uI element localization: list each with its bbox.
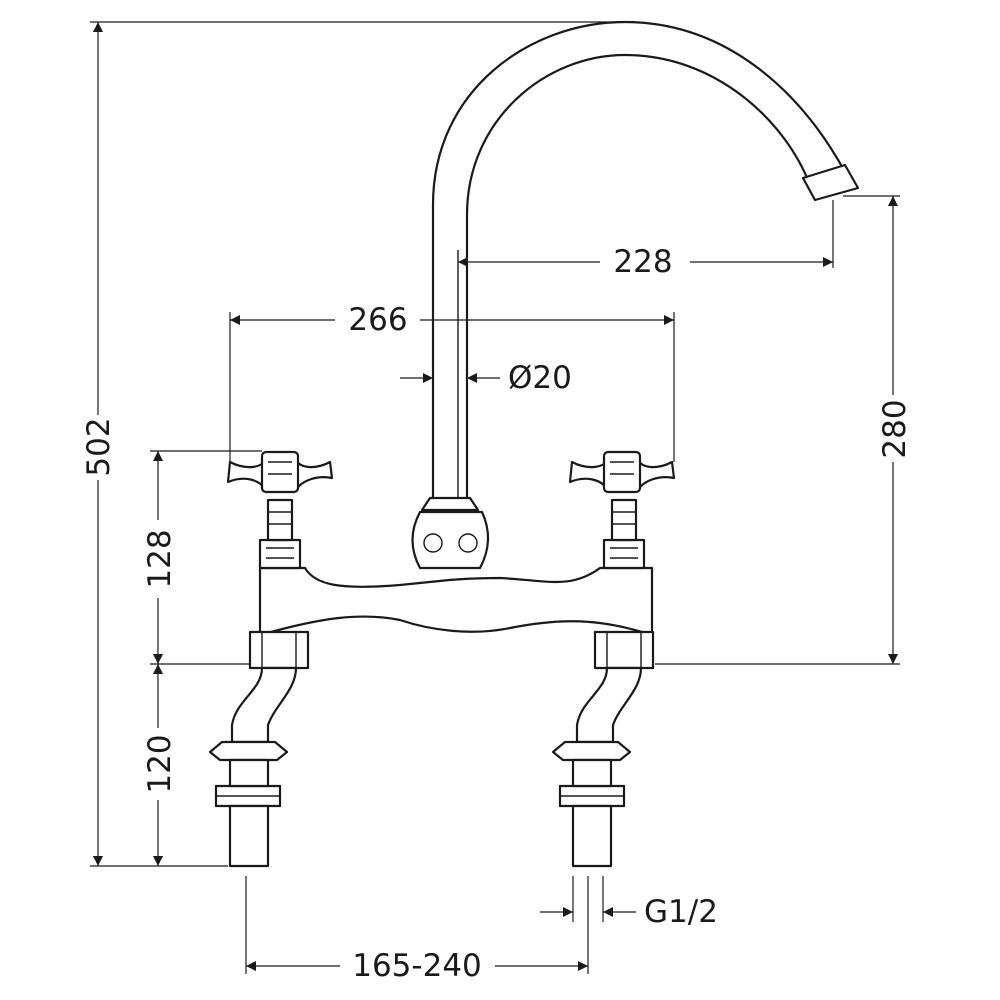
dimension-spout-reach: 228: [458, 200, 834, 280]
spout-base-nut: [411, 510, 490, 570]
spout-aerator: [801, 163, 860, 202]
left-flange: [208, 740, 289, 762]
left-shank: [228, 804, 270, 868]
dimension-handle-height: 128: [142, 450, 262, 665]
dimension-spout-diameter: Ø20: [400, 360, 572, 396]
spout-height-label: 280: [877, 399, 913, 458]
dimension-leg-height: 120: [142, 664, 178, 866]
overall-height-label: 502: [81, 417, 117, 476]
dimension-thread: G1/2: [540, 876, 718, 930]
dimension-spout-height: 280: [655, 195, 913, 665]
left-union-nut: [248, 630, 310, 670]
spout-inner: [465, 53, 812, 500]
right-head-nut: [602, 538, 646, 570]
right-union-nut: [593, 630, 655, 670]
left-shank-upper: [228, 758, 270, 788]
handle-height-label: 128: [142, 529, 178, 588]
right-shank: [571, 804, 613, 868]
bridge-body: [258, 566, 654, 637]
dimension-centres: 165-240: [245, 876, 589, 984]
right-flange: [551, 740, 632, 762]
faucet-outline: [208, 20, 860, 868]
spout-reach-label: 228: [613, 244, 672, 280]
right-spindle: [610, 498, 638, 542]
thread-label: G1/2: [644, 894, 718, 930]
spout-diameter-label: Ø20: [508, 360, 572, 396]
leg-height-label: 120: [142, 734, 178, 793]
dimension-overall-height: 502: [81, 21, 625, 867]
centres-label: 165-240: [352, 948, 482, 984]
left-s-leg: [230, 666, 298, 744]
left-spindle: [266, 498, 294, 542]
left-head-nut: [258, 538, 302, 570]
right-shank-upper: [571, 758, 613, 788]
handle-span-label: 266: [348, 302, 407, 338]
right-s-leg: [575, 666, 643, 744]
spout-collar: [420, 496, 480, 512]
dimension-handle-span: 266: [229, 302, 675, 462]
